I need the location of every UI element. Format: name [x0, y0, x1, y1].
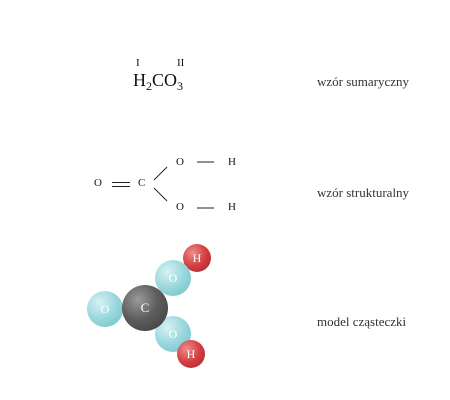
struct-atom-o-top: O: [176, 156, 184, 168]
bond-c-o-bottom: [153, 187, 168, 202]
struct-double-bond: [112, 182, 130, 187]
model-atom-c: C: [122, 285, 168, 331]
struct-atom-h-top: H: [228, 156, 236, 168]
formula-hydrogen-subscript: 2: [146, 79, 152, 93]
double-bond-line-2: [112, 186, 130, 187]
summary-formula-label: wzór sumaryczny: [317, 74, 410, 89]
molecule-model-label: model cząsteczki: [317, 314, 407, 329]
model-atom-h-bottom: H: [177, 340, 205, 368]
formula-hydrogen: H: [133, 70, 146, 90]
formula-carbonate: CO: [152, 70, 178, 90]
summary-formula: H2CO3: [133, 70, 183, 94]
valence-carbonate: II: [177, 57, 185, 69]
struct-atom-c: C: [138, 177, 146, 189]
bond-c-o-top: [153, 166, 168, 181]
double-bond-line-1: [112, 182, 130, 183]
model-atom-o-left: O: [87, 291, 123, 327]
struct-atom-h-bottom: H: [228, 201, 236, 213]
model-atom-o-top: O: [155, 260, 191, 296]
formula-oxygen-subscript: 3: [177, 79, 184, 93]
structural-formula-label: wzór strukturalny: [317, 185, 410, 200]
struct-atom-o-bottom: O: [176, 201, 184, 213]
valence-hydrogen: I: [136, 57, 140, 69]
struct-atom-o-left: O: [94, 177, 102, 189]
